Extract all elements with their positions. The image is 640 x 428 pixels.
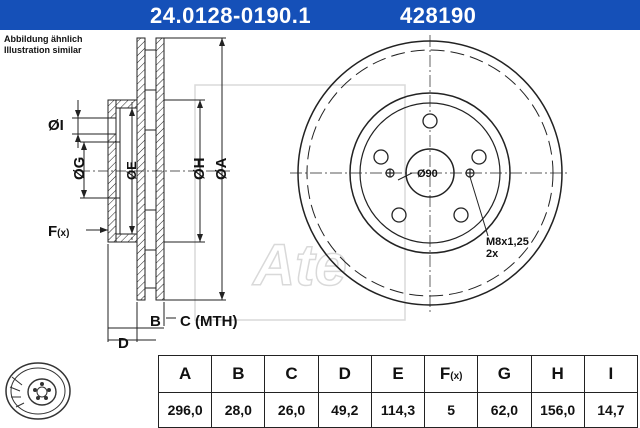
part-number: 24.0128-0190.1 <box>150 3 312 28</box>
label-dim-h: ØH <box>191 158 208 181</box>
label-dim-c: C (MTH) <box>180 313 237 330</box>
table-header-row: A B C D E F(x) G H I <box>157 355 639 393</box>
value-d: 49,2 <box>317 392 372 428</box>
header-b: B <box>211 355 266 393</box>
label-center-bore: Ø90 <box>417 168 438 180</box>
label-thread-count: 2x <box>486 248 499 260</box>
header-i: I <box>583 355 639 393</box>
reference-number: 428190 <box>400 3 477 28</box>
disc-thumbnail <box>5 362 71 420</box>
disc-front-view <box>290 35 570 312</box>
leader-lines <box>397 172 489 237</box>
header-g: G <box>477 355 532 393</box>
value-c: 26,0 <box>264 392 319 428</box>
ate-watermark: Ate <box>194 84 406 321</box>
label-dim-a: ØA <box>213 157 230 180</box>
header-a: A <box>157 355 213 393</box>
header-f: F(x) <box>424 355 479 393</box>
value-g: 62,0 <box>477 392 532 428</box>
watermark-text: Ate <box>251 233 346 298</box>
header-c: C <box>264 355 319 393</box>
dimension-arrows <box>75 38 225 300</box>
value-h: 156,0 <box>530 392 585 428</box>
dimension-table: A B C D E F(x) G H I 296,0 28,0 26,0 49,… <box>157 355 639 428</box>
label-dim-b: B <box>150 313 161 330</box>
brake-disc-drawing: Ate <box>48 35 570 352</box>
disc-side-section <box>80 37 230 301</box>
header-d: D <box>317 355 372 393</box>
value-f: 5 <box>424 392 479 428</box>
header-h: H <box>530 355 585 393</box>
bolt-holes <box>373 113 487 223</box>
label-thread: M8x1,25 <box>486 236 529 248</box>
label-dim-d: D <box>118 335 129 352</box>
label-dim-i: ØI <box>48 117 64 134</box>
header-e: E <box>370 355 426 393</box>
note-english: Illustration similar <box>4 45 82 55</box>
title-bar: 24.0128-0190.1 428190 <box>0 0 640 30</box>
value-b: 28,0 <box>211 392 266 428</box>
label-dim-e: ØE <box>124 161 139 180</box>
thread-holes <box>385 168 475 178</box>
table-value-row: 296,0 28,0 26,0 49,2 114,3 5 62,0 156,0 … <box>157 392 639 428</box>
note-german: Abbildung ähnlich <box>4 34 83 44</box>
label-dim-g: ØG <box>71 157 88 180</box>
value-a: 296,0 <box>157 392 213 428</box>
value-e: 114,3 <box>370 392 426 428</box>
value-i: 14,7 <box>583 392 639 428</box>
label-dim-f: F(x) <box>48 223 69 240</box>
